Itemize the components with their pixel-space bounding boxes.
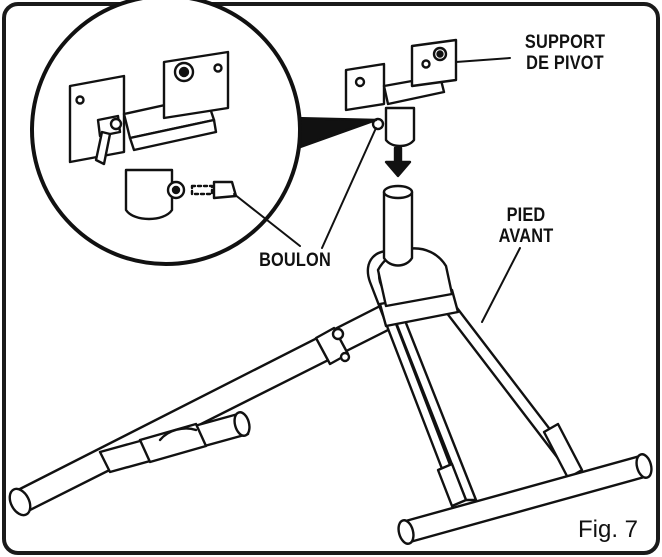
leader-lines <box>233 57 521 323</box>
detail-callout <box>30 0 378 266</box>
front-post <box>382 184 414 267</box>
rear-foot-bar <box>98 411 251 474</box>
insert-arrow <box>384 146 412 178</box>
label-support-line1: SUPPORT <box>524 32 606 53</box>
label-support-line2: DE PIVOT <box>526 53 604 74</box>
front-foot-bar <box>397 453 653 545</box>
leader-support <box>455 57 511 63</box>
figure-number: Fig. 7 <box>578 516 639 543</box>
label-boulon: BOULON <box>259 250 331 271</box>
front-leg-frame <box>366 247 584 508</box>
label-support-de-pivot: SUPPORT DE PIVOT <box>513 32 616 74</box>
leader-boulon-b <box>321 127 377 249</box>
leader-pied <box>481 247 521 323</box>
label-pied-line1: PIED <box>506 205 546 226</box>
leader-boulon-a <box>233 193 301 247</box>
pivot-support-bracket <box>344 38 458 148</box>
label-pied-avant: PIED AVANT <box>483 205 569 247</box>
label-pied-line2: AVANT <box>498 226 554 247</box>
